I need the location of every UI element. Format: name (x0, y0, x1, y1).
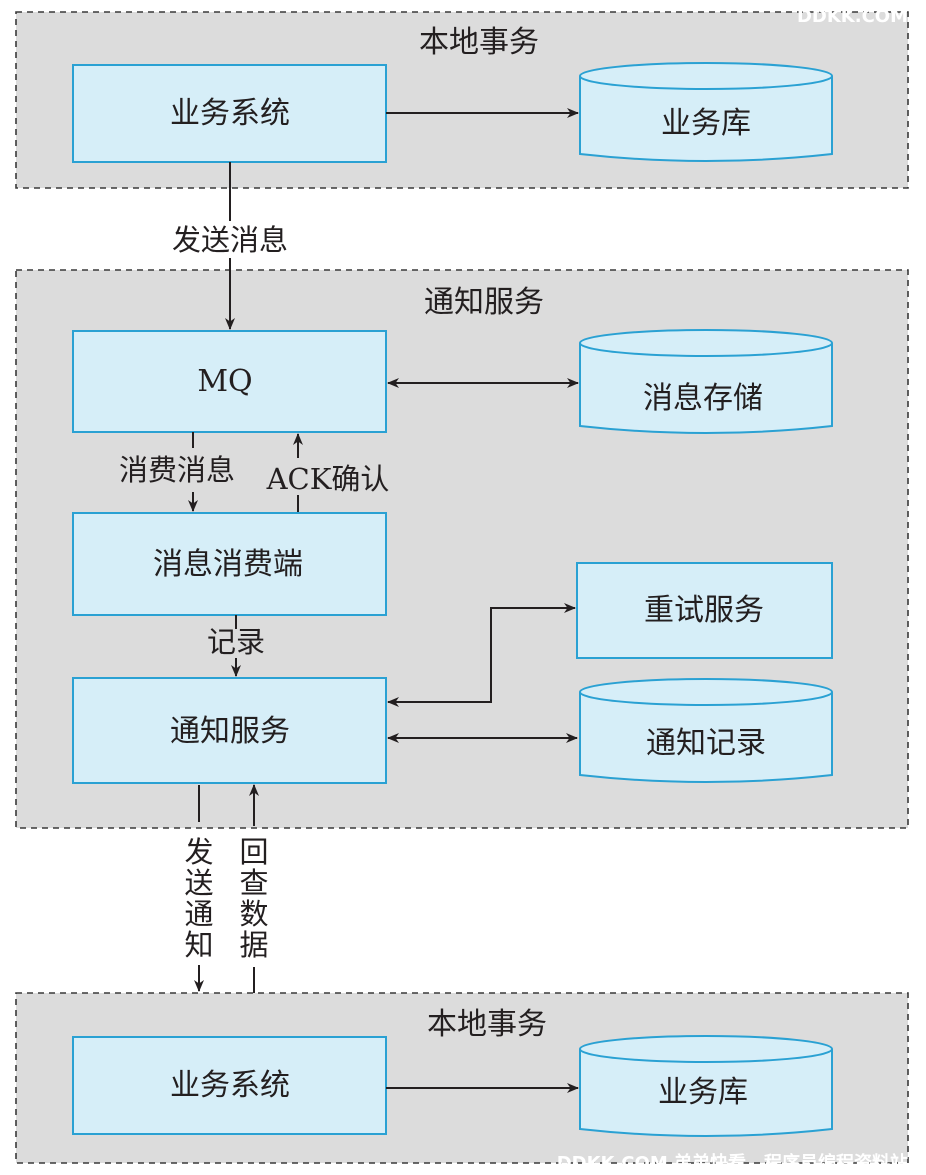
node-notify-service: 通知服务 (72, 677, 387, 784)
node-notify-record-label: 通知记录 (646, 726, 766, 761)
edge-query-back-label: 回 查 数 据 (239, 835, 268, 962)
svg-text:送: 送 (184, 866, 213, 900)
edge-ack-label: ACK确认 (266, 462, 390, 496)
node-bottom-business-db-label: 业务库 (658, 1075, 748, 1110)
svg-text:数: 数 (239, 897, 268, 931)
node-message-store: 消息存储 (579, 329, 833, 434)
svg-text:通: 通 (184, 897, 213, 931)
node-message-store-label: 消息存储 (643, 381, 763, 416)
node-top-business-system-label: 业务系统 (170, 96, 290, 131)
edge-record-label: 记录 (207, 625, 265, 659)
node-notify-service-label: 通知服务 (170, 714, 290, 749)
watermark-bottom: DDKK.COM 弟弟快看，程序员编程资料站 (557, 1152, 908, 1174)
svg-text:回: 回 (239, 835, 268, 869)
node-bottom-business-system: 业务系统 (72, 1036, 387, 1135)
edge-notify-retry (387, 603, 576, 707)
node-notify-record: 通知记录 (579, 678, 833, 783)
node-top-business-db: 业务库 (579, 62, 833, 162)
node-top-business-db-label: 业务库 (661, 106, 751, 141)
edge-send-notify-label: 发 送 通 知 (184, 835, 213, 962)
node-bottom-business-system-label: 业务系统 (170, 1068, 290, 1103)
svg-text:知: 知 (184, 928, 213, 962)
node-top-business-system: 业务系统 (72, 64, 387, 163)
svg-text:查: 查 (239, 866, 268, 900)
region-title-top: 本地事务 (419, 25, 539, 60)
node-retry-service-label: 重试服务 (644, 593, 764, 628)
region-title-bottom: 本地事务 (427, 1007, 547, 1042)
node-message-consumer-label: 消息消费端 (153, 547, 303, 582)
edge-send-message-label: 发送消息 (172, 223, 288, 257)
edge-consume-label: 消费消息 (119, 453, 235, 487)
node-mq: MQ (72, 330, 387, 433)
node-retry-service: 重试服务 (576, 562, 833, 659)
svg-text:发: 发 (184, 835, 213, 869)
node-bottom-business-db: 业务库 (579, 1035, 833, 1137)
region-title-middle: 通知服务 (424, 285, 544, 320)
node-mq-label: MQ (197, 364, 252, 399)
svg-text:据: 据 (239, 928, 268, 962)
watermark-top: DDKK.COM (797, 6, 908, 27)
node-message-consumer: 消息消费端 (72, 512, 387, 616)
